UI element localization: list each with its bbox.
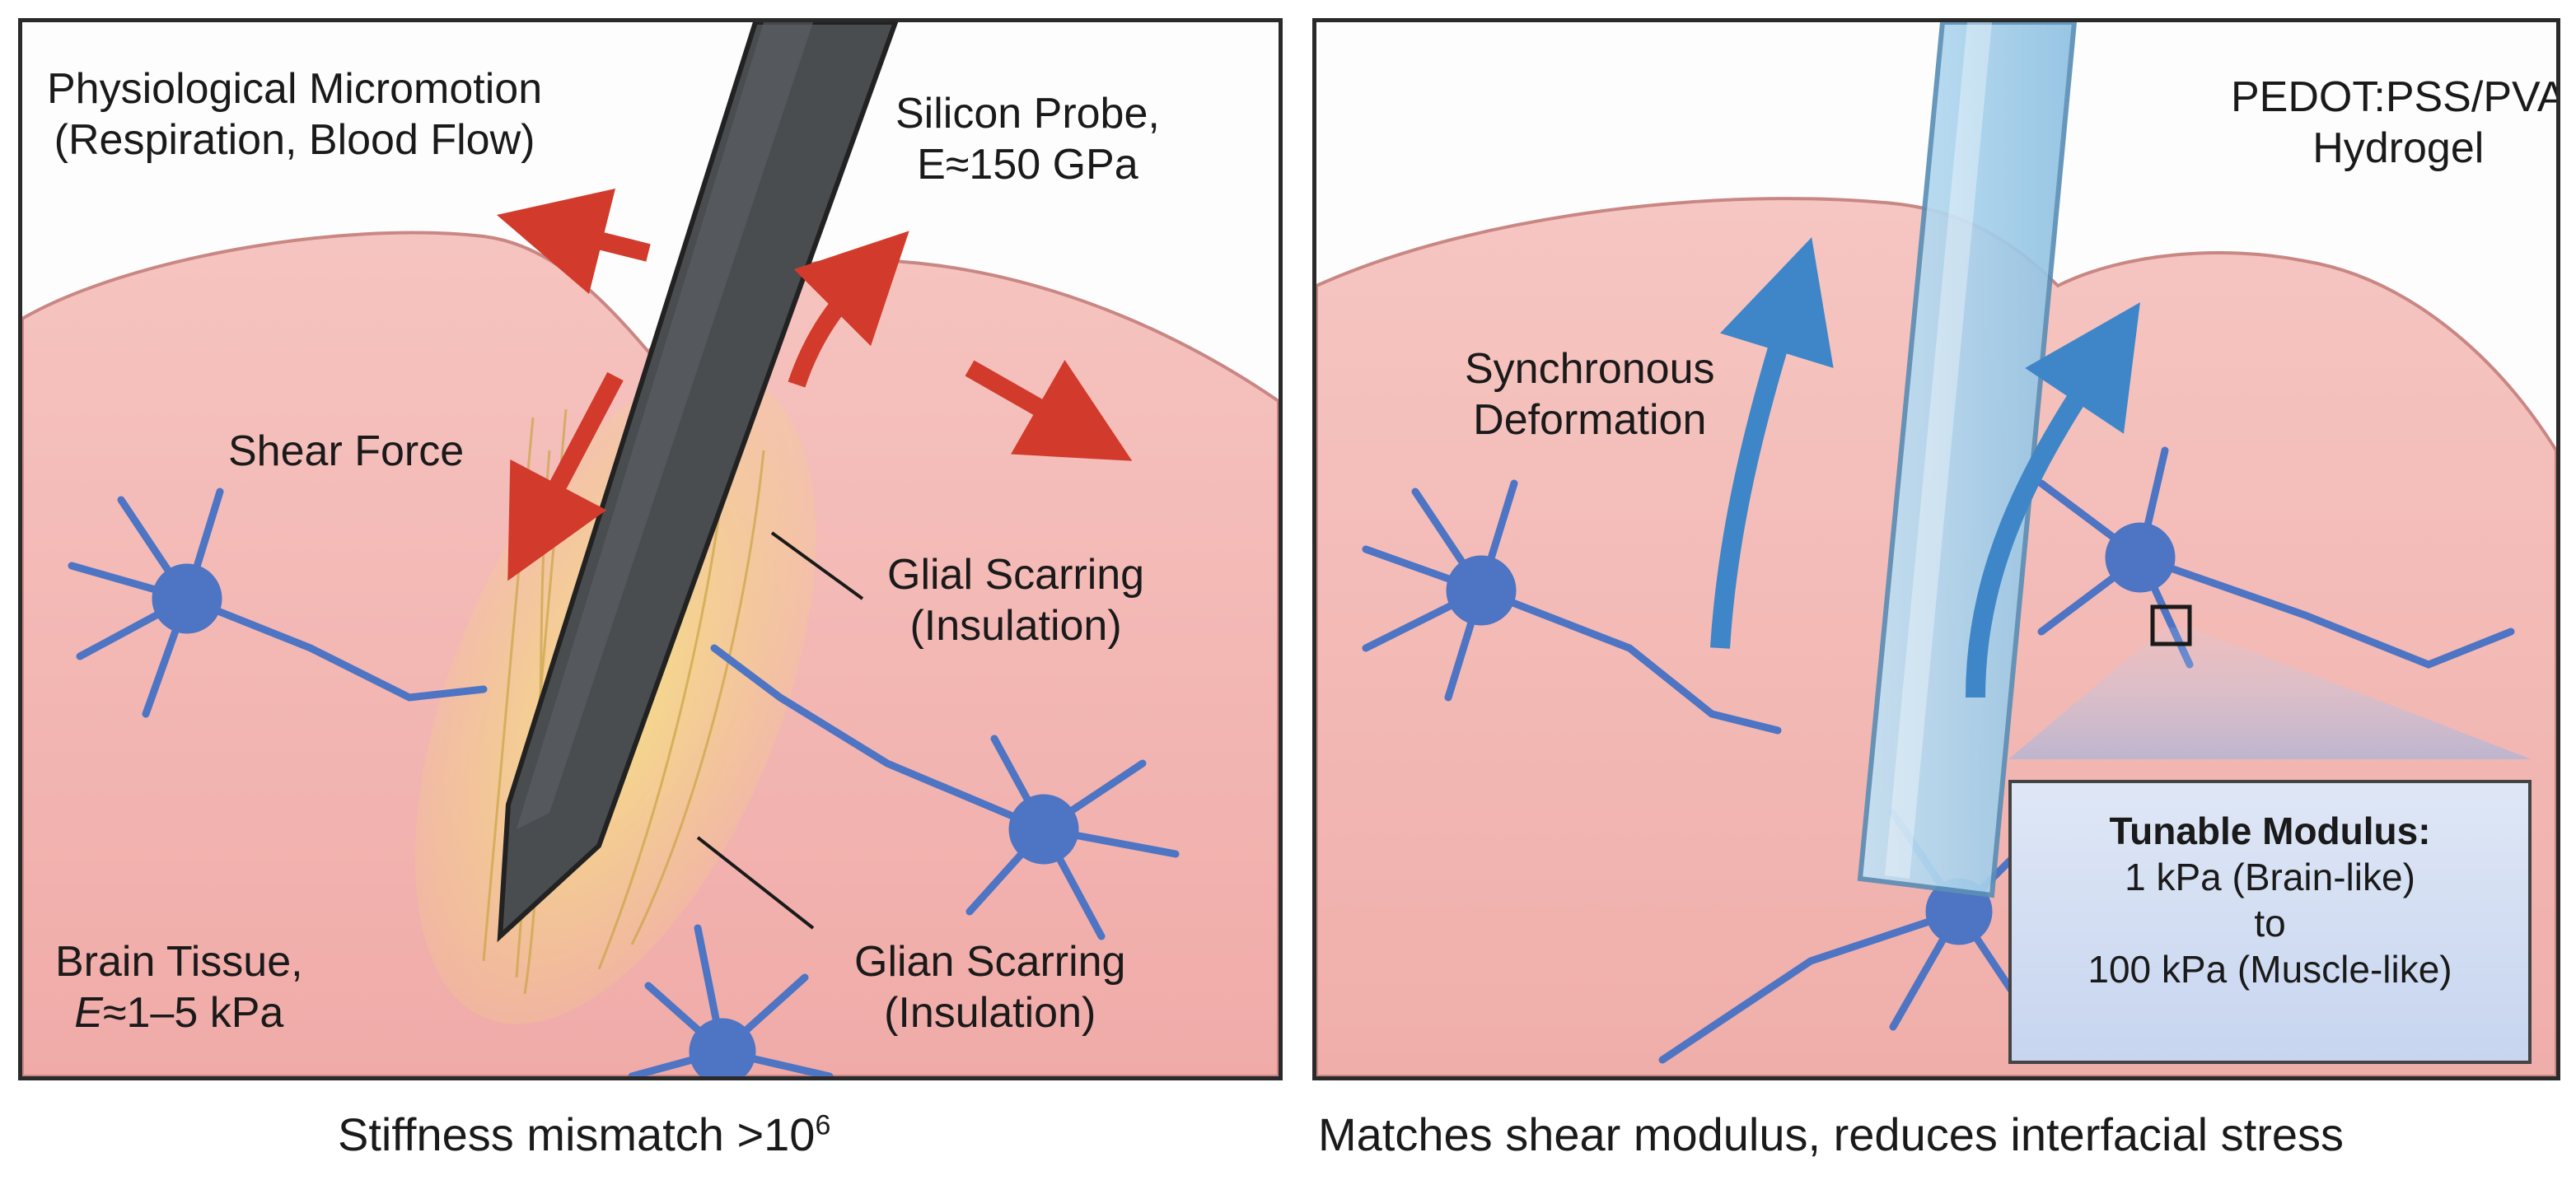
tunable-modulus-box: Tunable Modulus: 1 kPa (Brain-like) to 1… — [2008, 780, 2532, 1064]
hydrogel-probe — [1857, 22, 2078, 898]
sync-arrows — [1710, 237, 2140, 698]
probe-label: Silicon Probe, E≈150 GPa — [895, 90, 1160, 189]
sync-deformation-label: Synchronous Deformation — [1465, 345, 1715, 444]
magnify-beam — [2008, 627, 2532, 759]
right-caption: Matches shear modulus, reduces interfaci… — [1318, 1108, 2344, 1160]
shear-force-label: Shear Force — [228, 427, 465, 475]
brain-tissue-label: Brain Tissue, E≈1–5 kPa — [55, 938, 303, 1037]
micromotion-label: Physiological Micromotion (Respiration, … — [47, 65, 543, 164]
neuron-left — [68, 488, 488, 718]
magnify-square — [2150, 604, 2192, 646]
right-panel: PEDOT:PSS/PVA Hydrogel Synchronous Defor… — [1312, 18, 2560, 1080]
left-panel: Physiological Micromotion (Respiration, … — [18, 18, 1283, 1080]
leader-lines — [696, 531, 864, 930]
neuron-right — [2037, 446, 2515, 669]
neuron-left — [1362, 479, 1782, 735]
neuron-right — [710, 644, 1180, 940]
tissue-modulus: E≈1–5 kPa — [74, 989, 284, 1037]
glial-scarring-label: Glial Scarring (Insulation) — [887, 551, 1145, 650]
neuron-bottom — [628, 924, 834, 1076]
hydrogel-label: PEDOT:PSS/PVA Hydrogel — [2231, 73, 2560, 172]
left-illustration — [22, 22, 1279, 1076]
glian-scarring-label: Glian Scarring (Insulation) — [854, 938, 1126, 1037]
shear-arrows — [496, 188, 1133, 581]
left-caption: Stiffness mismatch >106 — [338, 1108, 831, 1160]
